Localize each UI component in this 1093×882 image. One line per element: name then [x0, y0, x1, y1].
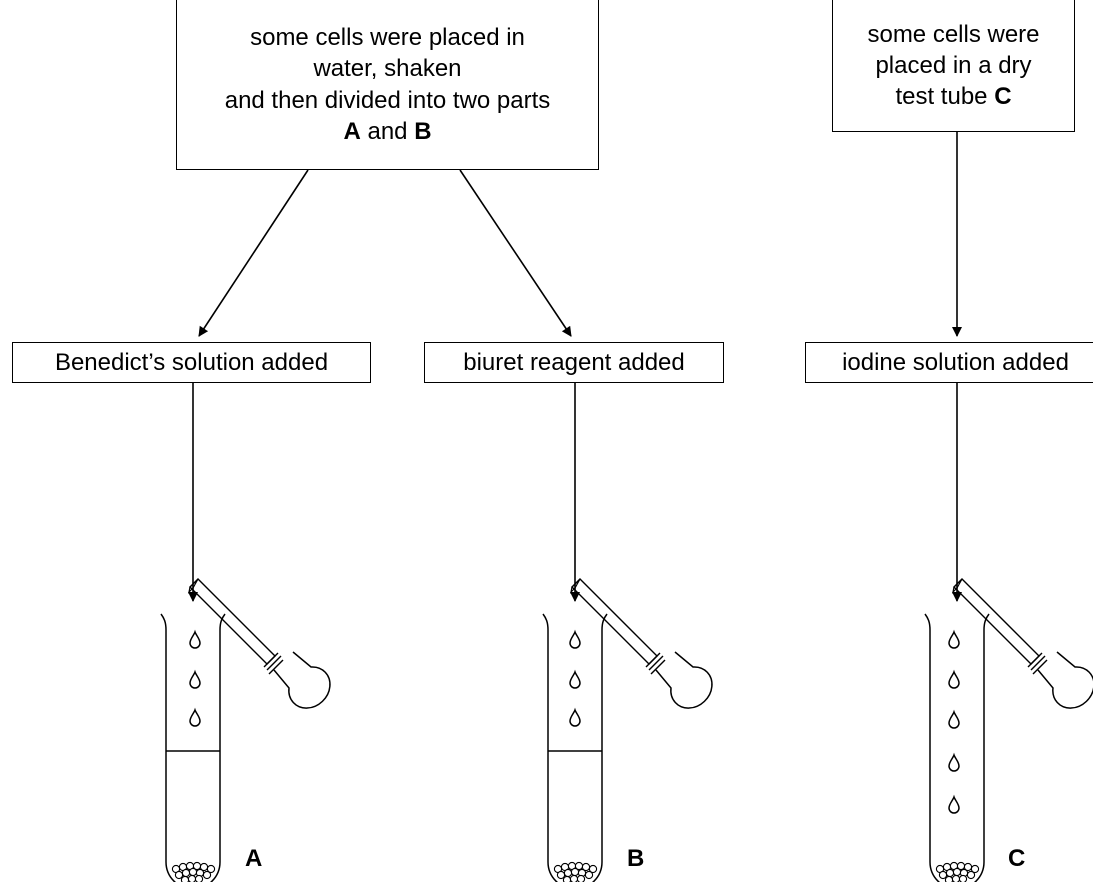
test-tube-text: test tube	[895, 83, 995, 111]
test-tube-b	[542, 613, 608, 882]
tube-label-a: A	[245, 845, 263, 872]
box-benedicts-solution: Benedict’s solution added	[12, 342, 371, 383]
reagent-label: iodine solution added	[842, 348, 1069, 376]
arrow-to-benedicts	[198, 169, 309, 337]
cells-b	[553, 861, 598, 882]
box-cells-in-dry-tube: some cells were placed in a dry test tub…	[832, 0, 1075, 132]
reagent-label: Benedict’s solution added	[54, 348, 329, 376]
box-line: water, shaken	[313, 55, 462, 83]
drops-c	[948, 631, 960, 814]
and-text: and	[360, 117, 415, 145]
tube-label-c: C	[1008, 845, 1026, 872]
reagent-label: biuret reagent added	[463, 348, 685, 376]
label-c: C	[994, 83, 1012, 111]
label-a: A	[343, 117, 361, 145]
box-line: some cells were	[867, 20, 1040, 48]
dropper-a	[188, 578, 331, 709]
box-iodine-solution: iodine solution added	[805, 342, 1093, 383]
arrow-to-biuret	[459, 169, 572, 337]
box-line: test tube C	[867, 81, 1039, 112]
box-line: placed in a dry	[875, 51, 1032, 79]
test-tube-c	[924, 613, 990, 882]
cells-a	[171, 861, 216, 882]
test-tube-a	[160, 613, 226, 882]
box-line: and then divided into two parts	[224, 86, 551, 114]
dropper-c	[952, 578, 1093, 709]
drops-a	[189, 631, 201, 727]
dropper-b	[570, 578, 713, 709]
box-line: A and B	[225, 116, 551, 147]
cells-c	[935, 861, 980, 882]
box-cells-in-water: some cells were placed in water, shaken …	[176, 0, 599, 170]
tube-label-b: B	[627, 845, 645, 872]
box-biuret-reagent: biuret reagent added	[424, 342, 724, 383]
box-line: some cells were placed in	[250, 24, 525, 52]
drops-b	[569, 631, 581, 727]
label-b: B	[414, 117, 432, 145]
